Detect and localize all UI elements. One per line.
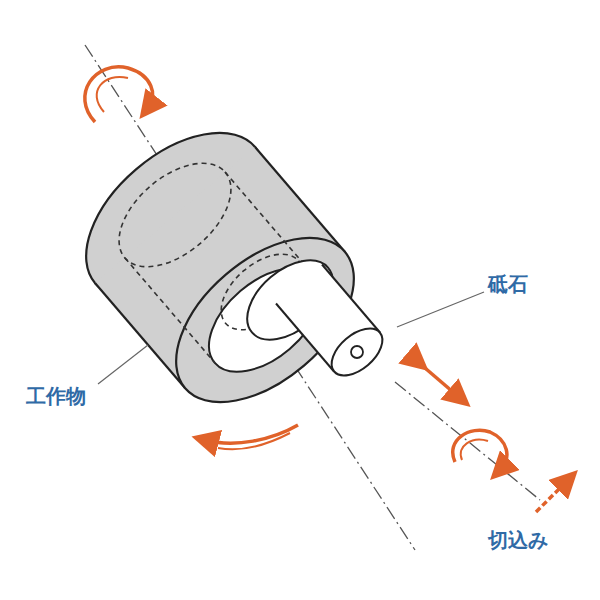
leader-line: [98, 345, 148, 384]
workpiece-body: [56, 101, 384, 434]
part-label: 工作物: [26, 384, 86, 408]
grinding-wheel: [207, 240, 391, 385]
motion-arrows: [85, 67, 568, 512]
workpiece-axis: [85, 45, 415, 550]
part-label: 砥石: [488, 272, 528, 296]
leader-line: [397, 292, 484, 327]
motion-label: 切込み: [488, 528, 548, 552]
wheel-axis: [395, 382, 540, 500]
